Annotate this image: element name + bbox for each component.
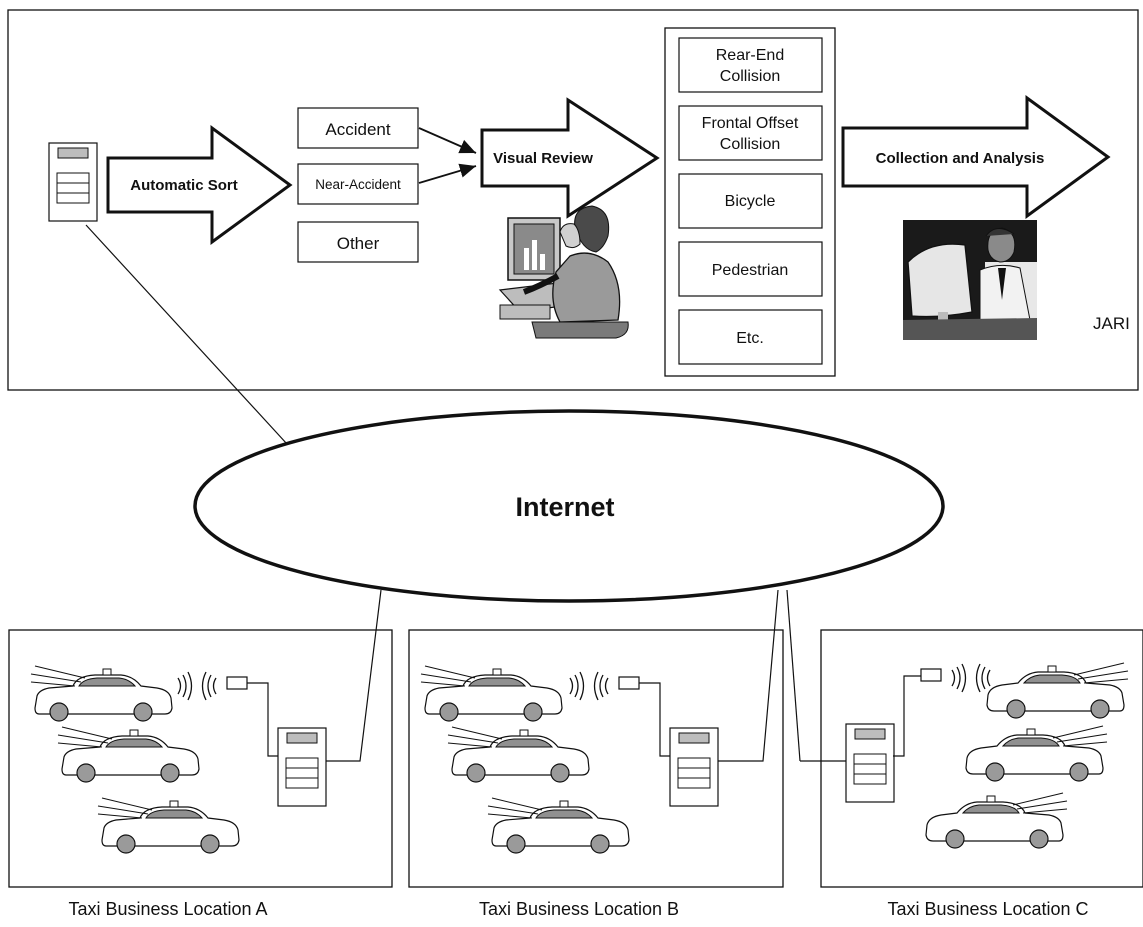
antenna-cable (893, 675, 921, 757)
location-a-caption: Taxi Business Location A (68, 899, 267, 919)
location-b-caption: Taxi Business Location B (479, 899, 679, 919)
rear-end-box (678, 37, 823, 93)
reviewer-person-icon (498, 205, 629, 339)
visual-review-arrow (480, 97, 660, 219)
antenna-cable (247, 682, 278, 757)
server-device-icon (48, 142, 98, 222)
antenna-icon (618, 676, 640, 690)
accident-box (297, 107, 419, 149)
antenna-icon (226, 676, 248, 690)
bicycle-box (678, 173, 823, 229)
internet-label: Internet (515, 492, 614, 522)
etc-box (678, 309, 823, 365)
etc-label: Etc. (736, 330, 764, 347)
jari-label: JARI (1093, 314, 1130, 333)
frontal-offset-label-line1: Frontal Offset (702, 115, 799, 132)
near-accident-box (297, 163, 419, 205)
location-b-device-icon (669, 727, 719, 807)
rear-end-label-line2: Collision (720, 68, 780, 85)
visual-review-label: Visual Review (493, 150, 593, 167)
bicycle-label: Bicycle (725, 193, 776, 210)
location-c-caption: Taxi Business Location C (887, 899, 1088, 919)
analyst-person-icon (903, 220, 1037, 340)
frontal-offset-box (678, 105, 823, 161)
automatic-sort-label: Automatic Sort (130, 177, 238, 194)
location-c-device-icon (845, 723, 895, 803)
frontal-offset-label-line2: Collision (720, 136, 780, 153)
collection-analysis-arrow (841, 95, 1111, 219)
other-label: Other (337, 234, 380, 253)
location-a-internet-link (326, 589, 382, 762)
location-b-internet-link (718, 589, 779, 762)
location-c-internet-link (786, 589, 801, 762)
accident-label: Accident (325, 120, 390, 139)
near-accident-label: Near-Accident (315, 177, 401, 192)
internet-cloud (193, 409, 945, 603)
pedestrian-label: Pedestrian (712, 262, 789, 279)
pedestrian-box (678, 241, 823, 297)
location-a-device-icon (277, 727, 327, 807)
near-accident-to-review-arrow (418, 163, 477, 184)
antenna-cable (639, 682, 670, 757)
other-box (297, 221, 419, 263)
collection-analysis-label: Collection and Analysis (876, 150, 1045, 167)
antenna-icon (920, 668, 942, 682)
jari-internet-link (85, 224, 288, 445)
rear-end-label-line1: Rear-End (716, 47, 784, 64)
automatic-sort-arrow (106, 125, 293, 245)
accident-to-review-arrow (418, 127, 477, 154)
